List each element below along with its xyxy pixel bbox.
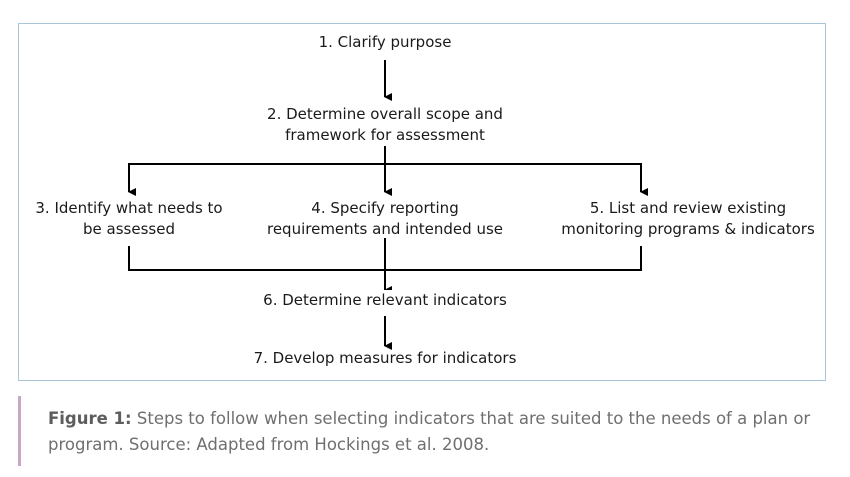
step-5-line-2: monitoring programs & indicators <box>561 220 815 238</box>
step-3-line-1: 3. Identify what needs to <box>35 199 223 217</box>
step-7: 7. Develop measures for indicators <box>254 348 517 369</box>
step-1-label: 1. Clarify purpose <box>318 33 452 51</box>
figure-frame: 1. Clarify purpose 2. Determine overall … <box>18 23 826 381</box>
step-2-line-2: framework for assessment <box>285 126 485 144</box>
caption-label: Figure 1: <box>48 409 132 428</box>
step-5: 5. List and review existing monitoring p… <box>561 198 815 240</box>
step-4: 4. Specify reporting requirements and in… <box>267 198 503 240</box>
step-7-label: 7. Develop measures for indicators <box>253 349 517 367</box>
step-4-line-2: requirements and intended use <box>266 220 504 238</box>
figure-caption: Figure 1: Steps to follow when selecting… <box>18 396 826 466</box>
step-2-line-1: 2. Determine overall scope and <box>267 105 503 123</box>
step-2: 2. Determine overall scope and framework… <box>267 104 503 146</box>
step-3-line-2: be assessed <box>83 220 175 238</box>
step-6-label: 6. Determine relevant indicators <box>263 291 507 309</box>
step-1: 1. Clarify purpose <box>319 32 452 53</box>
flowchart-connectors <box>128 60 648 350</box>
step-6: 6. Determine relevant indicators <box>261 290 509 311</box>
caption-text: Steps to follow when selecting indicator… <box>48 409 811 454</box>
step-4-line-1: 4. Specify reporting <box>311 199 459 217</box>
step-5-line-1: 5. List and review existing <box>589 199 787 217</box>
step-3: 3. Identify what needs to be assessed <box>35 198 222 240</box>
